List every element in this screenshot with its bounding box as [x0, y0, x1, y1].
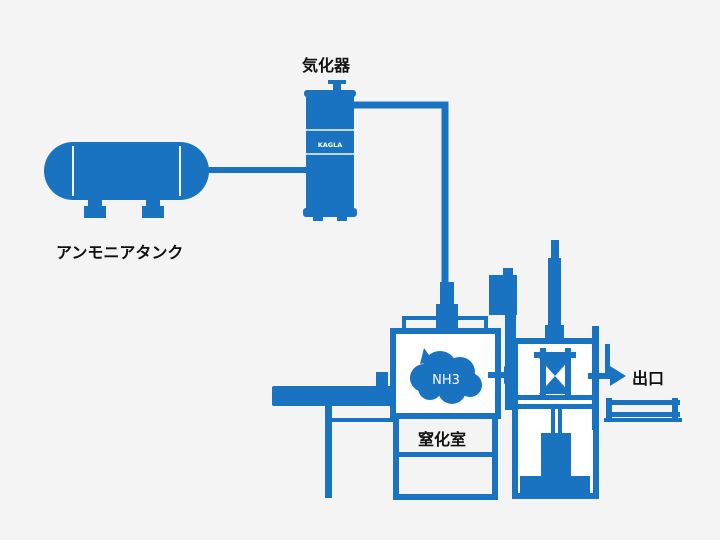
ammonia-tank-label: アンモニアタンク [56, 243, 184, 262]
exhaust-column [489, 268, 517, 410]
vaporizer [303, 80, 357, 221]
nh3-label: NH3 [432, 373, 460, 388]
outlet-conveyor [604, 398, 682, 422]
inlet-conveyor [272, 372, 396, 498]
pipe-vaporizer-to-chamber [354, 101, 449, 285]
press-valve-assembly [512, 240, 610, 499]
outlet-label: 出口 [632, 369, 665, 388]
nitriding-chamber [390, 316, 501, 500]
nh3-gas-cloud [410, 348, 482, 404]
nitriding-chamber-label: 窒化室 [418, 430, 467, 449]
pipe-tank-to-vaporizer [206, 167, 306, 173]
vaporizer-label: 気化器 [302, 56, 351, 75]
ammonia-tank [44, 142, 209, 218]
flow-arrow-outlet [588, 366, 626, 386]
vaporizer-brand-label: KAGLA [318, 141, 343, 149]
